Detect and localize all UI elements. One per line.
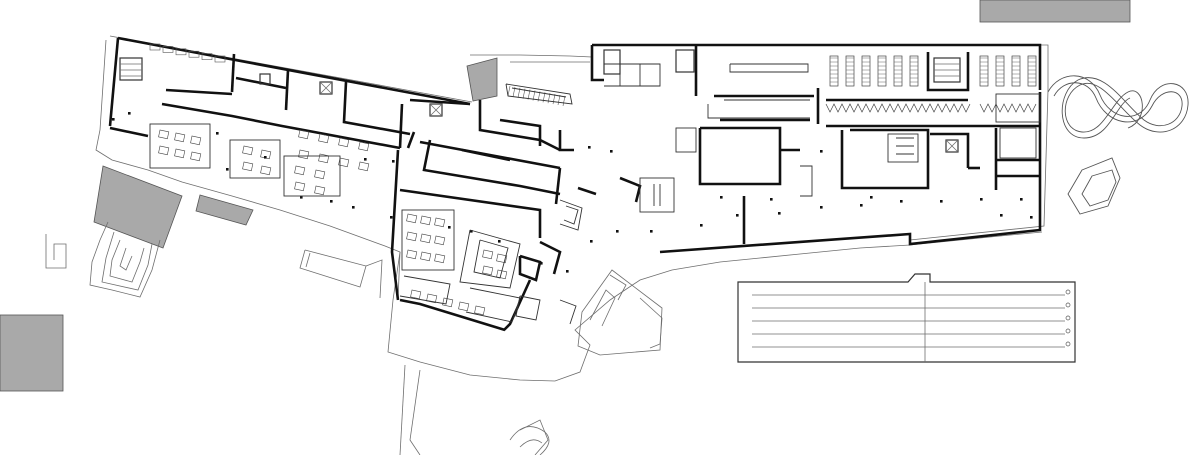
neighbour-block-top-right <box>979 0 1131 23</box>
site-outline <box>45 39 1043 455</box>
neighbour-block-shaded-2 <box>195 194 254 226</box>
interior-details <box>149 63 1041 325</box>
structural-columns <box>112 112 1033 273</box>
pool <box>737 273 1076 363</box>
locker-rows <box>825 55 1037 113</box>
neighbour-block-shaded-1 <box>93 165 183 249</box>
neighbour-block-shaded-3 <box>466 57 498 102</box>
furniture <box>149 43 566 316</box>
stair-cores <box>119 49 961 153</box>
neighbour-blocks <box>0 0 1131 392</box>
water-slide <box>1047 75 1189 215</box>
neighbour-block-left <box>0 314 64 392</box>
